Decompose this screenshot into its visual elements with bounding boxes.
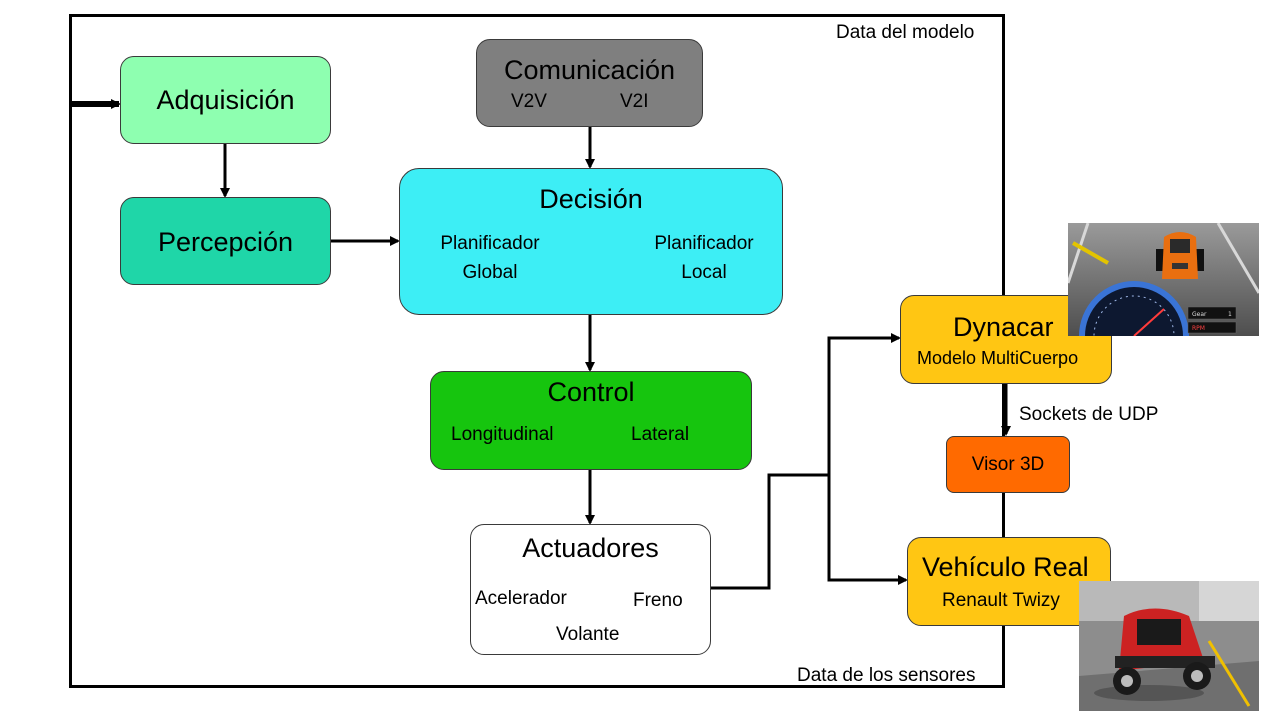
actuador-freno: Freno [633, 590, 683, 611]
adquisicion-block: Adquisición [120, 56, 331, 144]
dynacar-subtitle: Modelo MultiCuerpo [917, 348, 1079, 368]
visor-3d-block: Visor 3D [946, 436, 1070, 493]
branch-to-dynacar-arrow [827, 333, 901, 475]
visor-3d-title: Visor 3D [971, 454, 1045, 475]
real-vehicle-photo [1079, 581, 1259, 711]
planificador-global-line1: Planificador [440, 233, 540, 254]
control-block: Control Longitudinal Lateral [430, 371, 752, 470]
actuador-volante: Volante [556, 624, 620, 645]
percepcion-title: Percepción [157, 227, 294, 257]
rpm-label: RPM [1192, 325, 1205, 332]
planificador-local: Planificador Local [644, 229, 764, 287]
comunicacion-block: Comunicación V2V V2I [476, 39, 703, 127]
sockets-udp-label: Sockets de UDP [1019, 404, 1159, 425]
branch-to-vehiculo-arrow [827, 475, 908, 585]
control-title: Control [547, 377, 635, 407]
control-lateral: Lateral [631, 424, 690, 445]
planificador-local-line1: Planificador [654, 233, 754, 254]
vehiculo-real-title: Vehículo Real [922, 552, 1089, 582]
gear-display: Gear 1 RPM [1187, 306, 1237, 334]
comunicacion-v2v: V2V [511, 91, 547, 112]
planificador-global: Planificador Global [430, 229, 550, 287]
control-longitudinal: Longitudinal [451, 424, 554, 445]
decision-block: Decisión Planificador Global Planificado… [399, 168, 783, 315]
gear-value: 1 [1228, 311, 1232, 318]
vehiculo-real-subtitle: Renault Twizy [942, 590, 1060, 611]
actuadores-output-line [711, 473, 829, 590]
vehiculo-real-block: Vehículo Real Renault Twizy [907, 537, 1111, 626]
planificador-global-line2: Global [462, 262, 518, 283]
simulated-car [1156, 232, 1204, 279]
gear-label: Gear [1192, 311, 1207, 318]
model-data-label: Data del modelo [836, 22, 975, 43]
speedometer-gauge [1079, 281, 1189, 336]
dynacar-title: Dynacar [953, 312, 1054, 342]
adquisicion-title: Adquisición [156, 85, 295, 115]
simulator-screenshot: Gear 1 RPM [1068, 223, 1259, 336]
actuador-acelerador: Acelerador [475, 588, 567, 609]
actuadores-block: Actuadores Acelerador Freno Volante [470, 524, 711, 655]
percepcion-block: Percepción [120, 197, 331, 285]
comunicacion-v2i: V2I [620, 91, 649, 112]
decision-title: Decisión [539, 184, 643, 214]
twizy-car [1094, 608, 1215, 701]
actuadores-title: Actuadores [522, 533, 659, 563]
planificador-local-line2: Local [681, 262, 727, 283]
sensor-data-label: Data de los sensores [797, 665, 976, 686]
comunicacion-title: Comunicación [503, 55, 676, 85]
